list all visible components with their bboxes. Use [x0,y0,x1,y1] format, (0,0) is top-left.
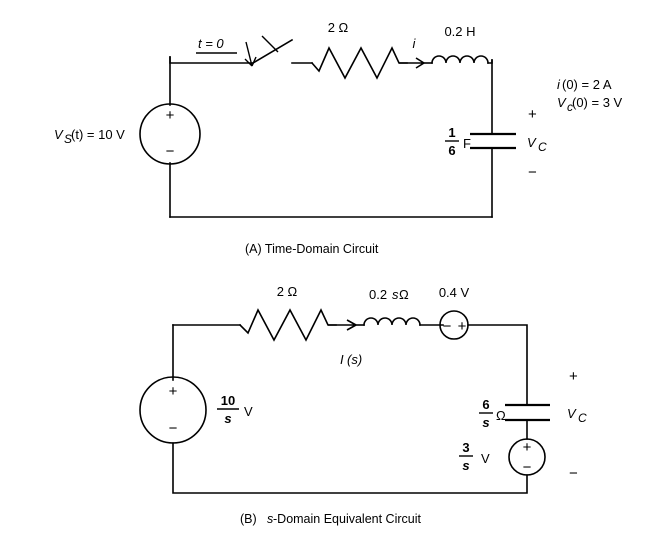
voltage-source-label-sub: S [64,132,72,146]
s-output-voltage-subscript: C [578,411,587,425]
s-inductor-label-num: 0.2 [369,287,387,302]
s-wire-top-right [467,324,528,405]
inductor-label: 0.2 H [444,24,475,39]
s-capacitor-impedance: 6 s Ω [479,397,550,430]
capacitor-voltage-annotation: + V C − [527,106,547,181]
switch-direction-arrow [244,41,257,67]
s-cap-imp-numerator: 6 [482,397,489,412]
s-capacitor-ic-source: + − 3 s V [459,438,546,476]
s-output-voltage-annotation: + V C − [567,368,587,482]
ic-line1-italic: i [557,77,561,92]
ic-line2-italic: V [557,95,567,110]
switch-blade [251,38,294,65]
voltage-source-label-v: V [54,127,64,142]
s-wire-bottom-return [172,442,528,494]
s-voltage-source-unit: V [244,404,253,419]
s-current-arrow: I (s) [328,319,362,367]
caption-b: (B) s -Domain Equivalent Circuit [240,512,422,526]
switch-cross-mark [261,35,279,53]
s-cap-ic-source-minus: − [523,459,532,476]
caption-b-italic: s [267,512,273,526]
s-cap-ic-unit: V [481,451,490,466]
ic-line2-rest: (0) = 3 V [572,95,623,110]
s-voltage-source: + − 10 s V [139,376,253,444]
s-voltage-source-plus: + [169,383,178,400]
ic-line1-rest: (0) = 2 A [562,77,612,92]
voltage-source-label-rest: (t) = 10 V [71,127,125,142]
caption-b-prefix: (B) [240,512,257,526]
s-resistor-2ohm-label: 2 Ω [277,284,298,299]
voltage-source-minus: − [166,143,175,160]
inductor-coils [431,55,489,64]
s-inductor: 0.2 s Ω [355,287,444,326]
voltage-source-circle [139,103,201,165]
s-inductor-label-ohm: Ω [399,287,409,302]
s-cap-ic-denominator: s [462,458,469,473]
s-ic-source-minus: − [443,318,452,335]
s-cap-imp-denominator: s [482,415,489,430]
s-current-label-rest: (s) [347,352,362,367]
caption-a: (A) Time-Domain Circuit [245,242,379,256]
s-voltage-source-circle [139,376,207,444]
switch-label: t = 0 [198,36,224,51]
s-current-label-i: I [340,352,344,367]
voltage-source-vs: + − V S (t) = 10 V [54,103,201,165]
capacitor-value-numerator: 1 [448,125,455,140]
s-ic-source-plus: + [458,318,467,335]
s-cap-ic-numerator: 3 [462,440,469,455]
capacitor-voltage-label: V [527,135,537,150]
current-arrow-i: i [399,36,425,69]
capacitor-unit-label: F [463,136,471,151]
s-inductor-coils [363,317,421,326]
voltage-source-plus: + [166,107,175,124]
ic-line2-subscript: c [567,100,573,114]
current-label-i: i [413,36,417,51]
switch-t0[interactable]: t = 0 [196,35,294,67]
s-inductor-label-s: s [392,287,399,302]
resistor-2ohm-label: 2 Ω [328,20,349,35]
resistor-2ohm [310,46,408,80]
capacitor-voltage-subscript: C [538,140,547,154]
current-arrow-glyph [399,57,425,69]
s-resistor-2ohm [238,308,337,342]
time-domain-circuit: t = 0 2 Ω i 0.2 H [54,20,623,256]
s-domain-circuit: 2 Ω I (s) 0.2 s Ω − + 0.4 V [139,284,587,526]
capacitor-1-6F: 1 6 F [445,125,516,218]
capacitor-minus-sign: − [528,164,537,181]
s-output-plus: + [569,368,578,385]
s-inductor-ic-source: − + 0.4 V [439,285,470,340]
inductor-02H: 0.2 H [423,24,493,64]
s-output-minus: − [569,465,578,482]
capacitor-value-denominator: 6 [448,143,455,158]
initial-conditions-block: i (0) = 2 A V c (0) = 3 V [557,77,623,114]
wire-top-left-horizontal [169,56,254,64]
s-cap-imp-unit: Ω [496,408,506,423]
s-voltage-source-minus: − [169,420,178,437]
s-ic-source-label: 0.4 V [439,285,470,300]
capacitor-plus-sign: + [528,106,537,123]
s-cap-ic-source-plus: + [523,439,532,456]
s-voltage-source-numerator: 10 [221,393,235,408]
caption-b-rest: -Domain Equivalent Circuit [273,512,422,526]
s-output-voltage-label: V [567,406,577,421]
s-current-arrow-glyph [328,319,357,331]
s-voltage-source-denominator: s [224,411,231,426]
